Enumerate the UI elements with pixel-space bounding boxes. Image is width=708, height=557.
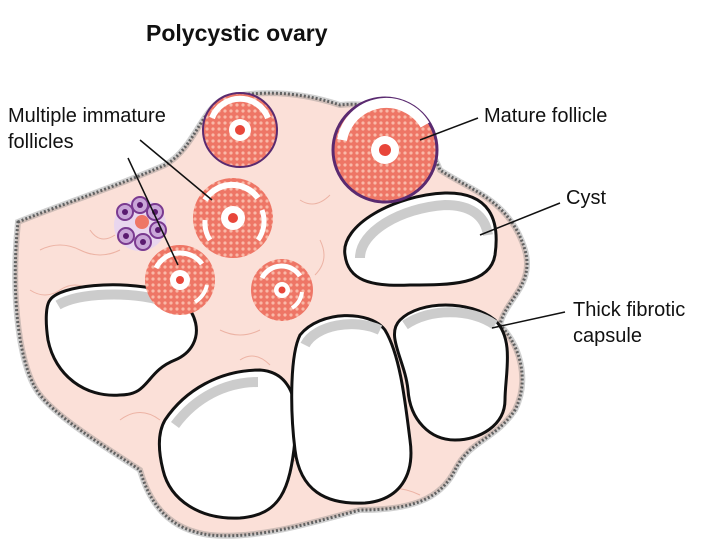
label-mature-follicle: Mature follicle: [484, 105, 608, 127]
leader-mature: [419, 117, 479, 141]
leader-immature-2: [139, 139, 213, 201]
follicle-top-small: [202, 92, 278, 168]
follicle-center-large: [193, 178, 273, 258]
diagram-title: Polycystic ovary: [146, 20, 328, 46]
cyst-bottom-right: [393, 303, 509, 442]
leader-cyst: [479, 202, 561, 236]
cyst-left: [44, 283, 198, 397]
cyst-upper-right: [343, 191, 498, 287]
follicle-left-medium: [145, 245, 215, 315]
leader-lines: [127, 117, 566, 329]
follicle-mature: [331, 96, 439, 204]
label-immature-follicles: Multiple immature follicles: [8, 105, 166, 153]
leader-capsule: [491, 311, 566, 329]
label-thick-fibrotic-capsule: Thick fibrotic capsule: [573, 299, 686, 347]
label-cyst: Cyst: [566, 187, 606, 209]
primordial-follicle-cluster: [114, 196, 167, 251]
follicle-right-small: [251, 259, 313, 321]
cysts: [44, 191, 509, 520]
leader-immature-1: [127, 157, 179, 266]
